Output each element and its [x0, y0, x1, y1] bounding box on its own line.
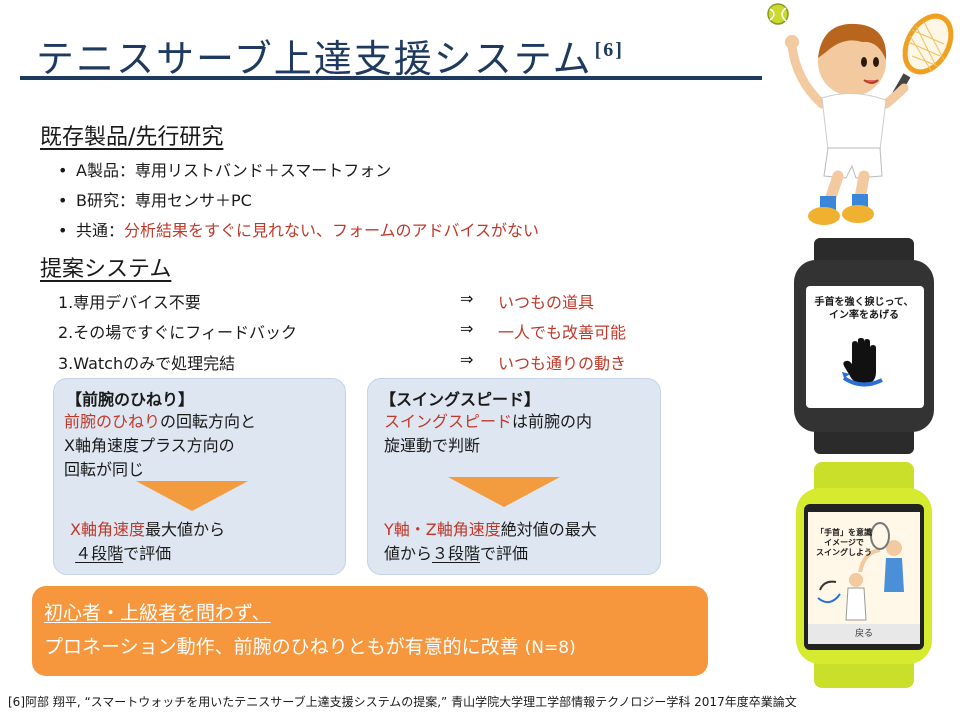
watch1-instruction-text: 手首を強く捩じって、 イン率をあげる [814, 297, 914, 321]
swing-speed-box [367, 378, 661, 575]
proposal-result-3: いつも通りの動き [498, 354, 627, 373]
hand-twist-icon [842, 338, 883, 387]
existing-item-b: •B研究：専用センサ＋PC [58, 191, 252, 210]
proposal-arrow-2: ⇒ [460, 319, 474, 338]
forearm-twist-box [53, 378, 346, 575]
forearm-twist-evaluation: X軸角速度最大値から ４段階で評価 [70, 520, 225, 563]
watch2-caption: 「手首」を意識 イメージで スイングしよう [816, 528, 872, 557]
proposal-item-2: 2.その場ですぐにフィードバック [58, 323, 297, 342]
conclusion-line-2: プロネーション動作、前腕のひねりともが有意的に改善 (N=8) [44, 636, 576, 658]
page-title: テニスサーブ上達支援システム[6] [36, 37, 624, 81]
forearm-twist-description: 前腕のひねりの回転方向と X軸角速度プラス方向の 回転が同じ [64, 412, 257, 479]
proposal-result-2: 一人でも改善可能 [498, 323, 627, 342]
swing-speed-description: スイングスピードは前腕の内 旋運動で判断 [384, 412, 593, 455]
title-reference: [6] [594, 39, 624, 61]
forearm-twist-header: 【前腕のひねり】 [66, 390, 195, 409]
proposal-result-1: いつもの道具 [498, 293, 595, 312]
forearm-twist-down-triangle [136, 481, 248, 511]
proposal-arrow-1: ⇒ [460, 289, 474, 308]
swing-speed-evaluation: Y軸・Z軸角速度絶対値の最大 値から３段階で評価 [384, 520, 597, 563]
tennis-player-illustration [767, 3, 954, 225]
proposal-item-3: 3.Watchのみで処理完結 [58, 354, 236, 373]
existing-item-a: •A製品：専用リストバンド＋スマートフォン [58, 161, 392, 180]
swing-speed-header: 【スイングスピード】 [380, 390, 541, 409]
smartwatch-yellow-illustration [796, 462, 932, 688]
proposal-heading: 提案システム [40, 257, 172, 282]
proposal-arrow-3: ⇒ [460, 350, 474, 369]
existing-heading: 既存製品/先行研究 [40, 125, 224, 150]
watch2-back-button[interactable]: 戻る [854, 629, 873, 639]
conclusion-line-1: 初心者・上級者を問わず、 [44, 602, 271, 624]
conclusion-box [32, 586, 708, 676]
swing-speed-down-triangle [448, 477, 560, 507]
existing-item-common: •共通：分析結果をすぐに見れない、フォームのアドバイスがない [58, 221, 540, 240]
title-underline [20, 76, 762, 80]
proposal-item-1: 1.専用デバイス不要 [58, 293, 201, 312]
citation: [6]阿部 翔平, “スマートウォッチを用いたテニスサーブ上達支援システムの提案… [8, 695, 797, 709]
